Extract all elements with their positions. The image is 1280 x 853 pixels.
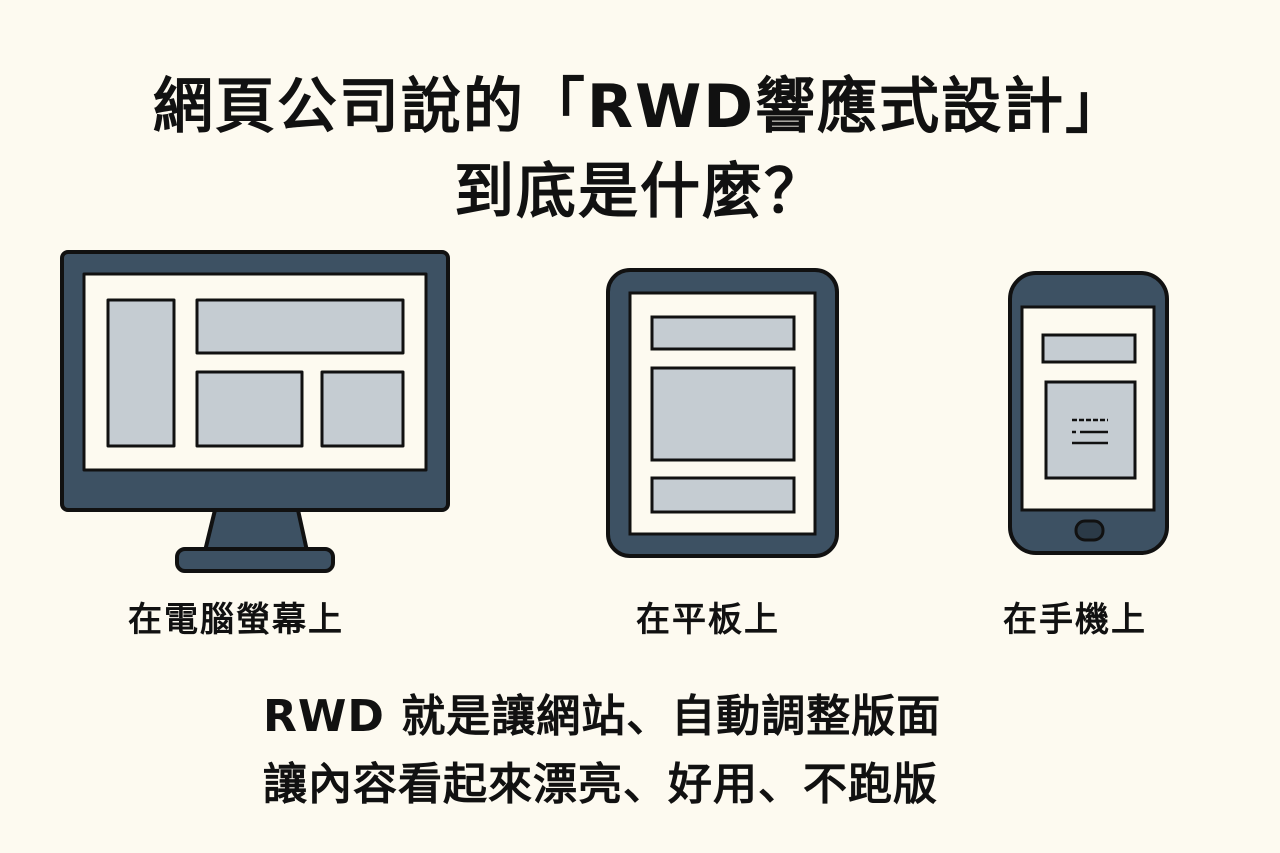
home-button-icon xyxy=(1074,519,1105,542)
tablet-label: 在平板上 xyxy=(636,600,780,640)
desktop-monitor-icon xyxy=(60,250,450,573)
phone-label: 在手機上 xyxy=(1003,600,1147,640)
desktop-label: 在電腦螢幕上 xyxy=(128,600,344,640)
tablet-icon xyxy=(606,268,839,558)
smartphone-icon xyxy=(1008,271,1169,555)
text-lines-icon xyxy=(1072,418,1108,445)
summary-line-2: 讓內容看起來漂亮、好用、不跑版 xyxy=(263,759,938,810)
summary-line-1: RWD 就是讓網站、自動調整版面 xyxy=(263,691,942,742)
title-line-1: 網頁公司說的「RWD響應式設計」 xyxy=(152,72,1128,142)
title-line-2: 到底是什麼？ xyxy=(454,157,826,227)
